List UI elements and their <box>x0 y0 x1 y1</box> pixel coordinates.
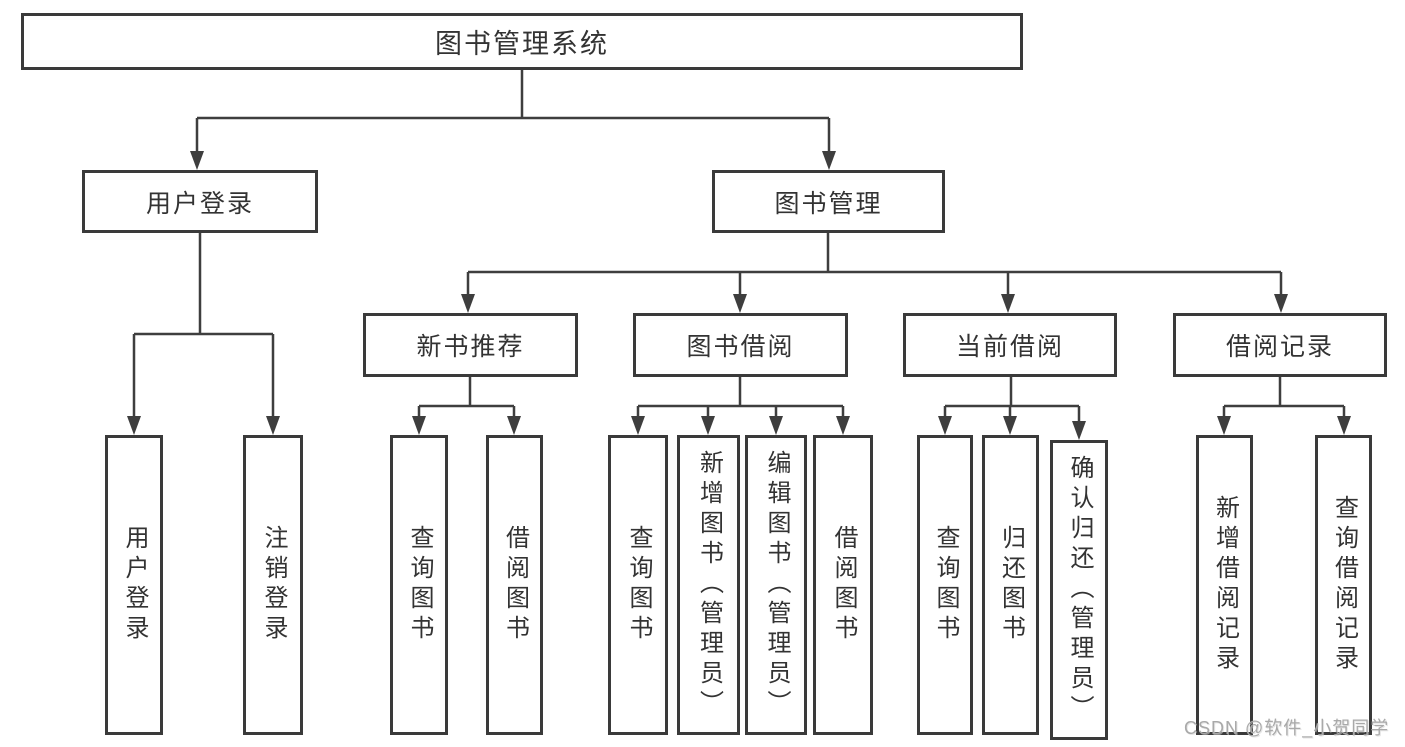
arrowhead <box>127 416 141 435</box>
node-new-book-recommendation: 新书推荐 <box>363 313 578 377</box>
node-label: 查询图书 <box>625 525 652 645</box>
arrowhead <box>1274 294 1288 313</box>
node-label: 查询图书 <box>932 525 959 645</box>
arrowhead <box>836 416 850 435</box>
arrowhead <box>412 416 426 435</box>
connector-newbook-to-leaves <box>417 377 516 418</box>
node-label: 图书管理系统 <box>435 29 609 59</box>
arrowhead <box>769 416 783 435</box>
node-label: 注销登录 <box>260 525 287 645</box>
node-label: 新增借阅记录 <box>1211 495 1239 675</box>
arrowhead <box>190 151 204 170</box>
node-leaf-user-login: 用户登录 <box>105 435 163 735</box>
arrowhead <box>733 294 747 313</box>
node-label: 借阅记录 <box>1225 333 1334 361</box>
node-label: 查询图书 <box>406 525 433 645</box>
node-label: 借阅图书 <box>830 525 857 645</box>
arrowhead <box>701 416 715 435</box>
connector-root-to-level2 <box>195 70 831 153</box>
node-leaf-add-books-admin: 新增图书（管理员） <box>677 435 740 735</box>
node-leaf-logout: 注销登录 <box>243 435 303 735</box>
arrowhead <box>938 416 952 435</box>
connector-userlogin-to-leaves <box>132 233 275 418</box>
node-label: 当前借阅 <box>955 333 1064 361</box>
node-leaf-confirm-return-admin: 确认归还（管理员） <box>1050 440 1108 740</box>
node-label: 图书管理 <box>774 189 883 218</box>
arrowhead <box>1337 416 1351 435</box>
arrowhead <box>507 416 521 435</box>
arrowhead <box>1217 416 1231 435</box>
node-current-borrowing: 当前借阅 <box>903 313 1117 377</box>
node-label: 图书借阅 <box>686 333 795 361</box>
arrowhead <box>631 416 645 435</box>
node-label: 借阅图书 <box>501 525 529 645</box>
node-label: 新书推荐 <box>416 333 525 361</box>
node-label: 查询借阅记录 <box>1330 495 1358 675</box>
arrowhead <box>1003 416 1017 435</box>
node-label: 用户登录 <box>145 189 254 218</box>
node-label: 用户登录 <box>121 525 148 645</box>
connector-current-to-leaves <box>943 377 1081 423</box>
node-leaf-return-books: 归还图书 <box>982 435 1039 735</box>
node-label: 新增图书（管理员） <box>695 450 723 720</box>
node-leaf-edit-books-admin: 编辑图书（管理员） <box>745 435 807 735</box>
arrowhead <box>1001 294 1015 313</box>
connector-records-to-leaves <box>1222 377 1346 418</box>
arrowhead <box>822 151 836 170</box>
node-borrowing-records: 借阅记录 <box>1173 313 1387 377</box>
node-label: 编辑图书（管理员） <box>763 450 790 720</box>
node-label: 归还图书 <box>997 525 1025 645</box>
node-book-borrowing: 图书借阅 <box>633 313 848 377</box>
arrowhead <box>1072 421 1086 440</box>
arrowhead <box>461 294 475 313</box>
connector-borrowing-to-leaves <box>636 377 845 418</box>
node-leaf-query-borrow-record: 查询借阅记录 <box>1315 435 1372 735</box>
node-leaf-borrow-books-1: 借阅图书 <box>486 435 543 735</box>
node-leaf-borrow-books-2: 借阅图书 <box>813 435 873 735</box>
node-book-management: 图书管理 <box>712 170 945 233</box>
node-leaf-add-borrow-record: 新增借阅记录 <box>1196 435 1253 735</box>
node-user-login: 用户登录 <box>82 170 318 233</box>
arrowhead <box>266 416 280 435</box>
csdn-watermark: CSDN @软件_小贺同学 <box>1184 718 1390 738</box>
connector-bookmgmt-to-level3 <box>466 233 1283 296</box>
node-leaf-query-books-3: 查询图书 <box>917 435 973 735</box>
node-library-management-system: 图书管理系统 <box>21 13 1023 70</box>
node-leaf-query-books-1: 查询图书 <box>390 435 448 735</box>
node-label: 确认归还（管理员） <box>1066 455 1093 725</box>
node-leaf-query-books-2: 查询图书 <box>608 435 668 735</box>
